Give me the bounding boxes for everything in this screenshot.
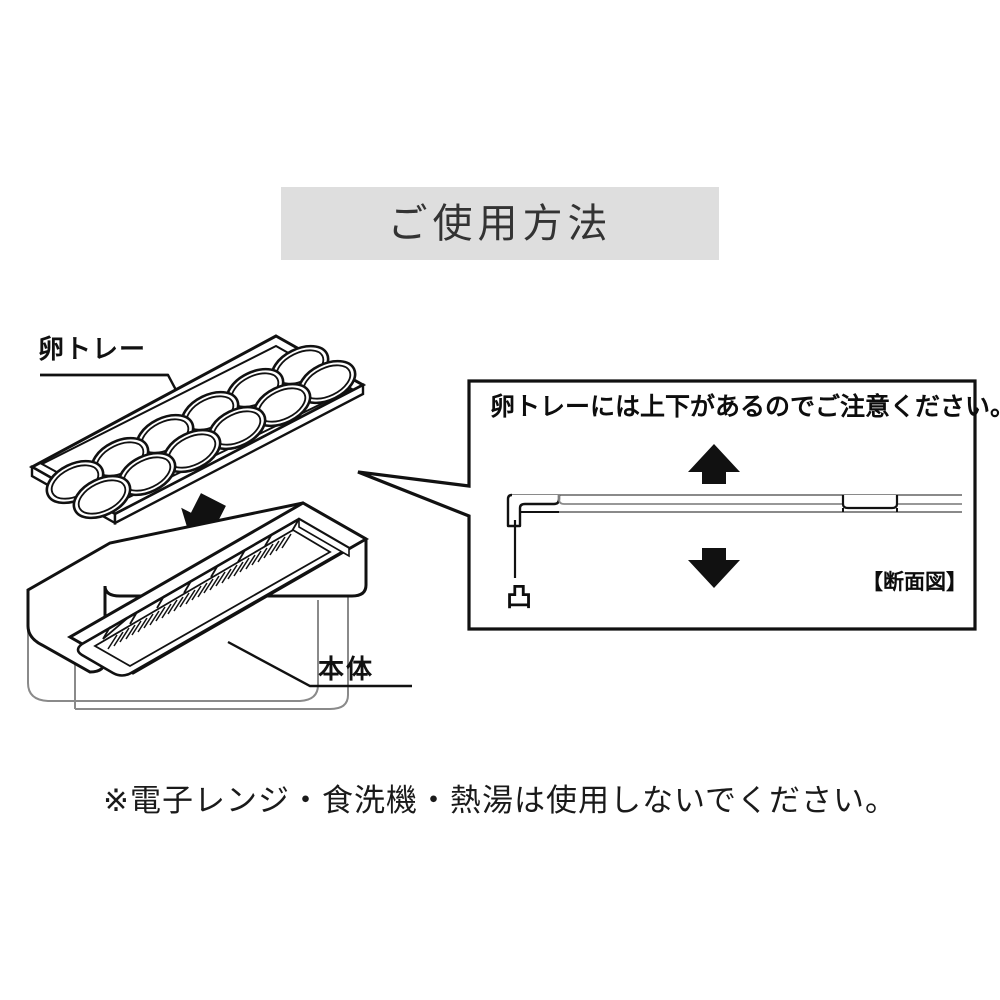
up-arrow-icon (688, 444, 740, 484)
callout-box (357, 379, 977, 631)
egg-well-group-front (72, 359, 357, 520)
section-view-label: 【断面図】 (862, 571, 967, 594)
down-arrow-icon (688, 548, 740, 588)
convex-tab-symbol: 凸 (506, 582, 533, 612)
page-title-banner: ご使用方法 (281, 187, 719, 260)
callout-heading-text: 卵トレーには上下があるのでご注意ください。 (490, 393, 1000, 421)
body-label: 本体 (318, 654, 375, 684)
body-leader-line (227, 640, 412, 688)
caution-note: ※電子レンジ・食洗機・熱湯は使用しないでください。 (102, 783, 898, 818)
body-divider-segments (102, 518, 300, 640)
container-body-illustration (26, 501, 370, 710)
cross-section-profile (506, 493, 962, 528)
egg-tray-illustration (28, 334, 367, 526)
body-rib-panel (93, 528, 332, 668)
page-title: ご使用方法 (387, 201, 613, 246)
egg-tray-label: 卵トレー (38, 334, 147, 364)
